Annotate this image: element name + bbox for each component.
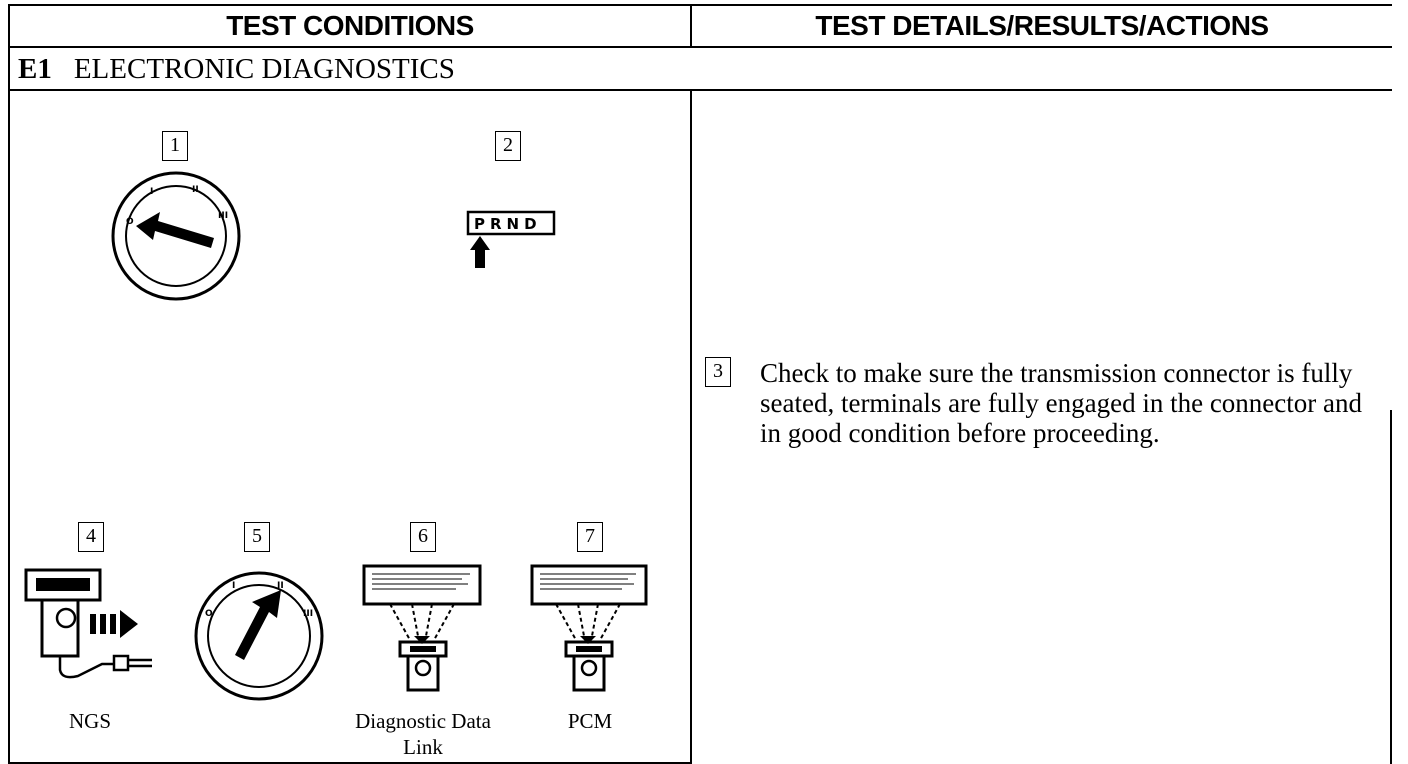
ngs-tester-icon [24,568,152,679]
diagnostic-data-link-caption-line2: Link [403,735,443,759]
svg-text:III: III [218,211,228,221]
header-divider [8,46,1392,48]
step-number-2: 2 [495,131,521,161]
svg-text:I: I [232,581,235,591]
test-details-header: TEST DETAILS/RESULTS/ACTIONS [815,10,1269,41]
section-title-row: E1 ELECTRONIC DIAGNOSTICS [18,50,455,88]
section-code: E1 [18,53,52,85]
step-number-5: 5 [244,522,270,552]
pcm-connector-icon [530,564,648,692]
diagnostic-data-link-icon [362,564,482,692]
step-number-7: 7 [577,522,603,552]
table-frame [8,4,1392,764]
svg-text:II: II [192,185,199,195]
step-number-1: 1 [162,131,188,161]
step-3-instruction: Check to make sure the transmission conn… [760,358,1363,448]
test-conditions-header: TEST CONDITIONS [226,10,474,41]
ignition-switch-off-icon: O I II III [111,171,241,301]
svg-text:III: III [303,609,313,619]
ngs-caption: NGS [68,709,111,733]
gear-selector-park-icon: PRND [466,210,556,268]
svg-text:I: I [150,187,153,197]
diagnostic-data-link-caption-line1: Diagnostic Data [355,709,491,733]
ignition-switch-run-icon: O I II III [194,571,324,701]
right-border [1390,410,1392,764]
bottom-border [8,762,692,764]
pcm-caption: PCM [567,709,613,733]
section-title: ELECTRONIC DIAGNOSTICS [73,53,455,85]
gear-selector-text: PRND [474,215,542,233]
section-divider [8,89,1392,91]
svg-text:O: O [126,217,134,227]
svg-text:O: O [205,609,213,619]
step-number-3: 3 [705,357,731,387]
svg-text:II: II [277,581,284,591]
column-divider-body [690,89,692,764]
diagnostic-data-link-caption: Diagnostic Data Link [340,708,506,760]
column-divider-top [690,4,692,48]
step-number-4: 4 [78,522,104,552]
step-number-6: 6 [410,522,436,552]
